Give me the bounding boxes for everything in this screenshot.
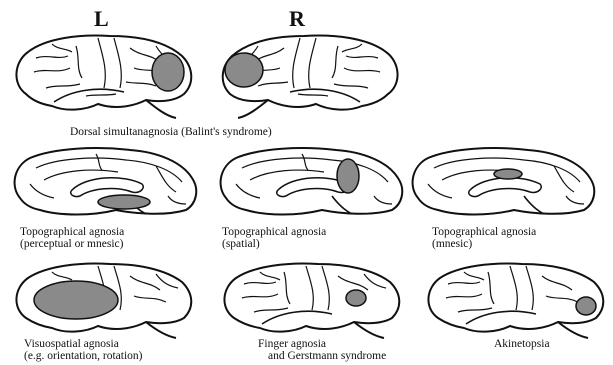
caption-topo-spatial: Topographical agnosia (spatial)	[222, 226, 326, 250]
brain-lateral-finger-agnosia	[214, 260, 406, 340]
caption-line: Topographical agnosia	[20, 226, 124, 238]
brain-medial-topo-spatial	[212, 146, 408, 218]
caption-line: Akinetopsia	[494, 338, 550, 350]
caption-line: (perceptual or mnesic)	[20, 238, 124, 250]
brain-medial-topo-perceptual	[6, 146, 202, 218]
brain-lateral-visuospatial	[6, 260, 198, 340]
brain-medial-topo-mnesic	[404, 146, 600, 218]
caption-visuospatial-agnosia: Visuospatial agnosia (e.g. orientation, …	[24, 338, 142, 362]
right-hemisphere-label: R	[289, 8, 305, 30]
caption-topo-mnesic: Topographical agnosia (mnesic)	[432, 226, 536, 250]
brain-lateral-right-dorsal	[216, 32, 408, 120]
caption-line: (spatial)	[222, 238, 326, 250]
caption-finger-agnosia: Finger agnosia and Gerstmann syndrome	[258, 338, 386, 362]
caption-line: Dorsal simultanagnosia (Balint's syndrom…	[70, 126, 272, 138]
caption-line: Topographical agnosia	[432, 226, 536, 238]
brain-lateral-akinetopsia	[418, 260, 610, 340]
left-hemisphere-label: L	[94, 8, 109, 30]
caption-line: Topographical agnosia	[222, 226, 326, 238]
caption-line: and Gerstmann syndrome	[258, 350, 386, 362]
brain-lateral-left-dorsal	[6, 32, 198, 120]
caption-line: (e.g. orientation, rotation)	[24, 350, 142, 362]
caption-topo-perceptual: Topographical agnosia (perceptual or mne…	[20, 226, 124, 250]
caption-line: Visuospatial agnosia	[24, 338, 142, 350]
caption-akinetopsia: Akinetopsia	[494, 338, 550, 350]
caption-line: Finger agnosia	[258, 338, 386, 350]
caption-dorsal-simultanagnosia: Dorsal simultanagnosia (Balint's syndrom…	[70, 126, 272, 138]
caption-line: (mnesic)	[432, 238, 536, 250]
